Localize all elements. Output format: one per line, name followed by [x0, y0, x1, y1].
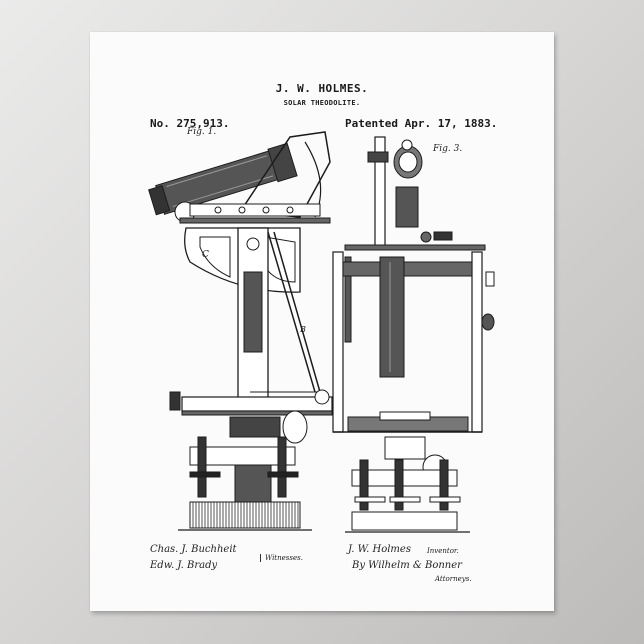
patent-number: No. 275,913. [150, 117, 230, 130]
figure-1-label: Fig. 1. [187, 127, 217, 137]
patent-poster: J. W. HOLMES. SOLAR THEODOLITE. No. 275,… [90, 32, 554, 611]
patent-title: SOLAR THEODOLITE. [283, 99, 361, 107]
attorneys-label: Attorneys. [435, 575, 472, 583]
figure-3-label: Fig. 3. [433, 144, 463, 154]
telescope [148, 142, 298, 216]
theodolite-drawing: C B [148, 131, 495, 533]
svg-text:B: B [299, 325, 306, 334]
attorneys-signature: By Wilhelm & Bonner [352, 560, 462, 571]
patent-date: Patented Apr. 17, 1883. [345, 117, 498, 130]
witness-signature-1: Chas. J. Buchheit [150, 544, 237, 555]
inventor-name: J. W. HOLMES. [275, 82, 369, 95]
witnesses-label: Witnesses. [260, 554, 303, 562]
inventor-signature: J. W. Holmes [348, 544, 411, 555]
svg-text:C: C [202, 250, 209, 260]
witness-signature-2: Edw. J. Brady [150, 560, 218, 571]
inventor-role: Inventor. [427, 547, 459, 555]
